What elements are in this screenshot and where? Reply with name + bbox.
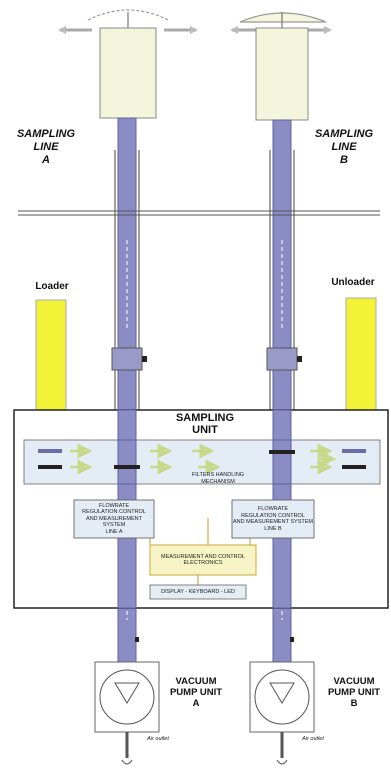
- vacuum-pump-b: [249, 661, 315, 765]
- electronics-text: MEASUREMENT AND CONTROL ELECTRONICS: [161, 553, 245, 567]
- flowrate-b-text: FLOWRATE REGULATION CONTROL AND MEASUREM…: [233, 506, 313, 532]
- air-outlet-b-label: Air outlet: [302, 736, 324, 742]
- vacuum-pump-a-label: VACUUM PUMP UNIT A: [169, 676, 223, 709]
- filters-handling-label: FILTERS HANDLING MECHANISM: [191, 472, 245, 485]
- filter-discs: [38, 449, 366, 469]
- display-text: DISPLAY - KEYBOARD - LED: [161, 588, 235, 595]
- air-outlet-a-label: Air outlet: [147, 736, 169, 742]
- tube-connector-a: [111, 347, 147, 371]
- flowrate-box-a: [73, 499, 155, 539]
- separator-line: [18, 210, 380, 216]
- loader-label: Loader: [35, 281, 69, 292]
- sampling-head-a: [58, 9, 198, 119]
- vacuum-pump-a: [94, 661, 160, 765]
- sampling-line-b-label: SAMPLING LINE B: [314, 128, 374, 166]
- sampling-unit-label: SAMPLING UNIT: [175, 412, 235, 436]
- filter-flow-arrows: [70, 443, 337, 475]
- sampling-head-b: [230, 12, 332, 121]
- tube-connector-b: [266, 347, 302, 371]
- vacuum-pump-b-label: VACUUM PUMP UNIT B: [327, 676, 381, 709]
- flowrate-box-b: [231, 499, 315, 539]
- sampling-line-a-label: SAMPLING LINE A: [16, 128, 76, 166]
- display-box: [149, 584, 247, 600]
- flowrate-a-text: FLOWRATE REGULATION CONTROL AND MEASUREM…: [82, 502, 146, 535]
- unloader-label: Unloader: [331, 277, 375, 288]
- unloader-tube: [345, 297, 377, 440]
- electronics-box: [149, 544, 257, 576]
